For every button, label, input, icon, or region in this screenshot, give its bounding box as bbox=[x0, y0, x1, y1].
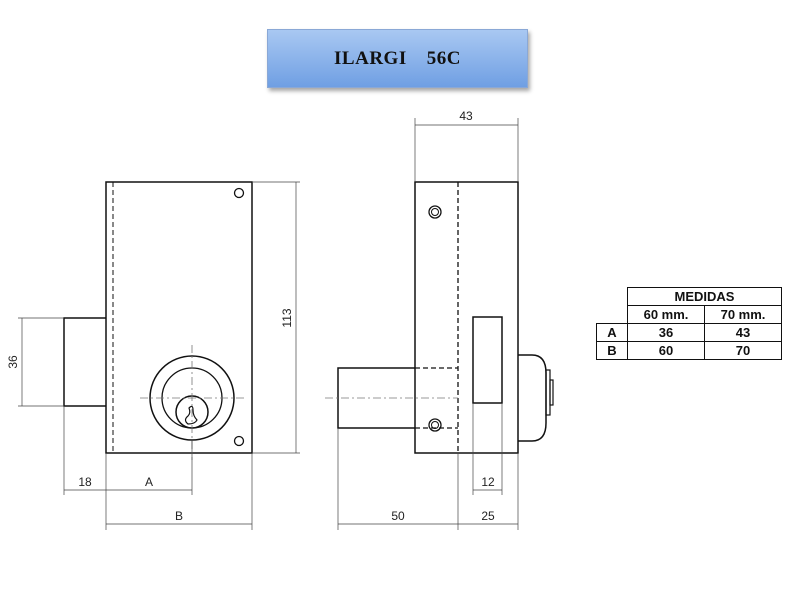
side-view bbox=[325, 181, 554, 454]
column-header: 60 mm. bbox=[627, 305, 705, 324]
table-header: MEDIDAS bbox=[627, 287, 782, 306]
dim-depth: 43 bbox=[459, 109, 473, 123]
dim-cylinder: 36 bbox=[6, 355, 20, 369]
table-row: B 60 70 bbox=[596, 341, 782, 360]
dim-a: A bbox=[145, 475, 153, 489]
dim-knob: 12 bbox=[481, 475, 495, 489]
table-cell: 43 bbox=[704, 323, 782, 342]
table-cell: 70 bbox=[704, 341, 782, 360]
dim-height: 113 bbox=[280, 308, 294, 327]
table-row: A 36 43 bbox=[596, 323, 782, 342]
dim-b: B bbox=[175, 509, 183, 523]
dim-rear: 25 bbox=[481, 509, 495, 523]
front-view bbox=[63, 181, 253, 460]
model-name: ILARGI bbox=[334, 47, 407, 69]
table-cell: 60 bbox=[627, 341, 705, 360]
title-banner: ILARGI 56C bbox=[267, 29, 528, 88]
dim-offset: 18 bbox=[78, 475, 92, 489]
row-label: A bbox=[596, 323, 628, 342]
dimension-lines bbox=[18, 118, 519, 530]
table-cell: 36 bbox=[627, 323, 705, 342]
model-code: 56C bbox=[426, 47, 461, 69]
column-header: 70 mm. bbox=[704, 305, 782, 324]
row-label: B bbox=[596, 341, 628, 360]
dim-projection: 50 bbox=[391, 509, 405, 523]
measurements-table: MEDIDAS 60 mm. 70 mm. A 36 43 B 60 70 bbox=[596, 287, 782, 360]
